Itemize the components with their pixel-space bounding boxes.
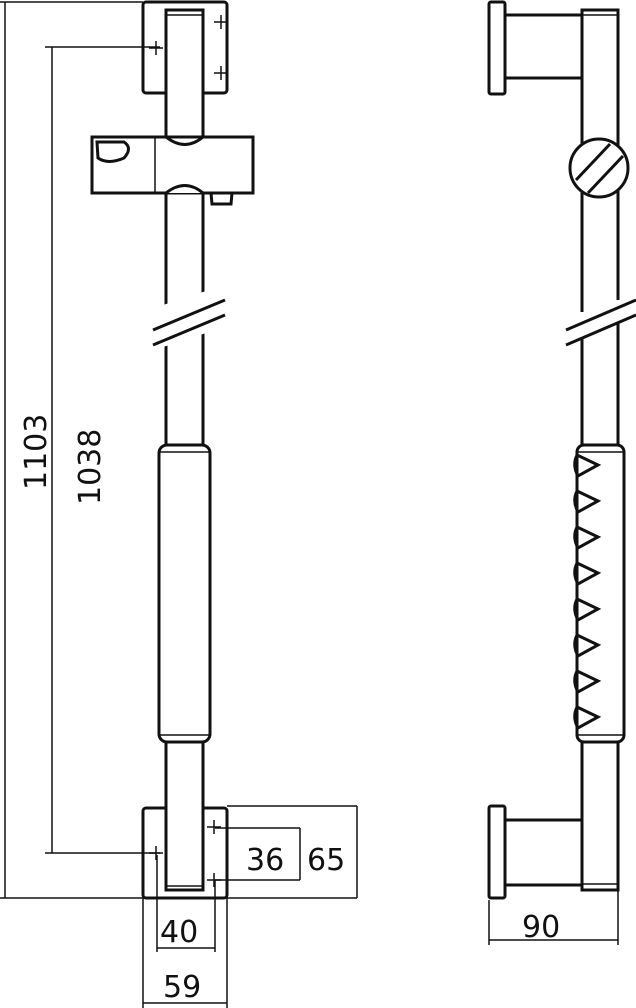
top-standoff [503, 13, 592, 80]
dimension-lines [0, 1, 619, 1008]
grip-texture [573, 453, 602, 731]
dimension-40: 40 [160, 915, 198, 950]
dimension-1038: 1038 [73, 429, 108, 505]
bottom-standoff [503, 818, 592, 887]
dimension-90: 90 [522, 910, 560, 945]
shower-head-slider [90, 135, 255, 206]
dimension-36: 36 [246, 843, 284, 878]
dimension-59: 59 [163, 970, 201, 1005]
side-view [487, 0, 636, 900]
top-wall-plate [487, 0, 507, 96]
slider-knob [568, 137, 630, 199]
side-grip [575, 443, 626, 744]
front-view [90, 0, 255, 900]
dimension-65: 65 [307, 843, 345, 878]
bottom-wall-plate [487, 804, 507, 900]
dimension-1103: 1103 [19, 414, 54, 490]
grip [157, 443, 212, 744]
